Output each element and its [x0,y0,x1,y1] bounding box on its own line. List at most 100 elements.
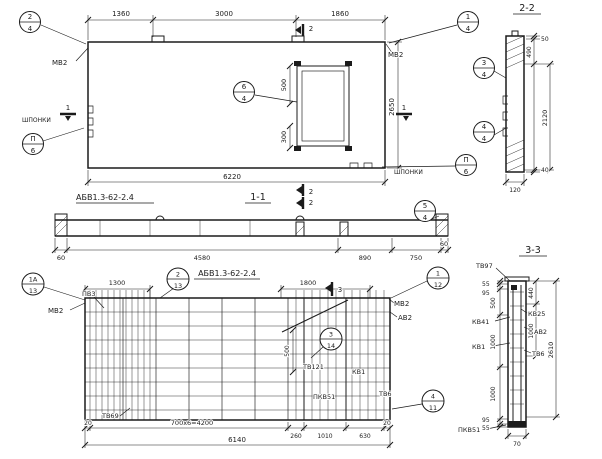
callout-4-11: 4 11 [421,389,445,413]
label-pv3: ПВ3 [82,290,95,298]
dim-55-bottom: 55 [482,425,490,432]
dim-55-top: 55 [482,281,490,288]
section-body [507,280,527,428]
vertical-bars [512,285,522,421]
plan-view: 1360 3000 1860 6220 2650 500 300 МВ2 МВ2… [19,9,479,197]
callout-shponki-right: П 6 [455,154,477,177]
callout-bottom: 11 [429,404,437,412]
dimension-lines [54,238,449,253]
dim-300: 300 [280,131,288,143]
label-tv97: ТВ97 [475,262,493,270]
section-cut-marks [60,24,412,196]
end-block-left [54,213,68,237]
callout-2-13: 2 13 [166,267,190,291]
label-kv1: КВ1 [472,343,485,351]
dim-1800: 1800 [300,279,317,287]
panel-outline [87,41,386,169]
section-title: 2-2 [519,3,535,14]
left-bar-stubs [89,290,151,298]
callout-3-14: 3 14 [319,327,343,351]
dim-260: 260 [290,433,302,440]
label-mv2-left: МВ2 [52,59,67,67]
vertical-studs [122,298,289,420]
dim-1000-right: 1000 [528,323,535,338]
callout-1a-13: 1А 13 [21,272,45,296]
embed-plates [508,285,526,427]
section-3-3-view: 3-3 ТВ97 55 95 500 1000 1000 95 55 440 1… [457,244,560,449]
callout-top: 1 [466,13,470,21]
opening-jambs [295,221,349,237]
callout-3-4: 3 4 [473,57,495,80]
callout-shponki-left: П 6 [22,133,44,156]
callout-bottom: 4 [466,25,471,33]
dim-500: 500 [280,79,288,91]
dim-50: 50 [541,36,549,43]
label-kv41: КВ41 [472,318,489,326]
callout-bottom: 6 [31,147,36,155]
section-1-1-view: АБВ1.3-62-2.4 1-1 2 60 4580 890 750 60 5… [51,191,452,263]
callout-1-12: 1 12 [426,266,450,290]
callout-6-4: 6 4 [233,81,255,104]
dimension-lines [87,15,402,186]
dimension-lines [505,35,554,186]
dim-2610: 2610 [547,342,555,359]
dim-440: 440 [528,287,535,299]
dim-6220: 6220 [223,173,241,181]
callout-5-4: 5 4 [414,200,436,223]
section-cut-arrow-3 [325,284,331,292]
cut-1-right: 1 [402,104,406,112]
callout-2-4: 2 4 [19,11,41,34]
dim-490: 490 [526,46,533,58]
dim-1860: 1860 [331,10,349,18]
end-block-right [435,213,449,237]
callout-top: 3 [329,331,333,339]
dim-60-right: 60 [440,240,448,248]
tie-bars [510,291,524,405]
right-bar-stubs [295,290,385,298]
opening-jamb-bars [303,298,347,420]
label-av2: АВ2 [398,314,412,322]
label-mv2-right: МВ2 [394,300,409,308]
dimension-ticks [84,16,402,186]
top-cap [504,276,530,282]
label-pkv51: ПКВ51 [458,426,480,434]
strip-outline [55,219,448,237]
dim-1000-a: 1000 [490,334,497,349]
dim-1300: 1300 [109,279,126,287]
dim-630: 630 [359,433,371,440]
callout-top: 1А [29,276,38,284]
callout-bottom: 13 [29,287,37,295]
label-mv2-right: МВ2 [388,51,403,59]
callout-bottom: 13 [174,282,182,290]
label-tv69: ТВ69 [101,412,119,420]
dimension-lines [497,280,560,439]
horizontal-rebar [85,311,390,411]
label-tv121: ТВ121 [302,363,324,371]
dim-3000: 3000 [215,10,233,18]
elevation-title: АБВ1.3-62-2.4 [198,269,256,278]
opening-inner [301,70,345,142]
dimension-ticks [51,246,452,254]
dim-6140: 6140 [228,436,246,444]
elevation-view: АБВ1.3-62-2.4 1300 1800 3 500 20 700х6=4… [21,266,450,449]
lifting-hook [511,30,519,36]
right-mesh [295,298,385,420]
leader-line [431,215,440,220]
callout-bottom: 4 [482,135,487,143]
callout-bottom: 14 [327,342,335,350]
callout-top: П [30,135,35,143]
dim-40: 40 [541,167,549,174]
dim-120: 120 [509,187,521,194]
callout-top: 2 [176,271,180,279]
leader-lines [43,280,428,417]
leader-lines [486,267,534,430]
panel-mark: АБВ1.3-62-2.4 [76,193,134,202]
section-cut-arrows [65,26,409,194]
dim-890: 890 [359,254,371,262]
callout-top: 3 [482,59,486,67]
hatching [505,35,525,173]
cut-3-label: 3 [338,286,342,294]
callout-top: 4 [431,393,435,401]
